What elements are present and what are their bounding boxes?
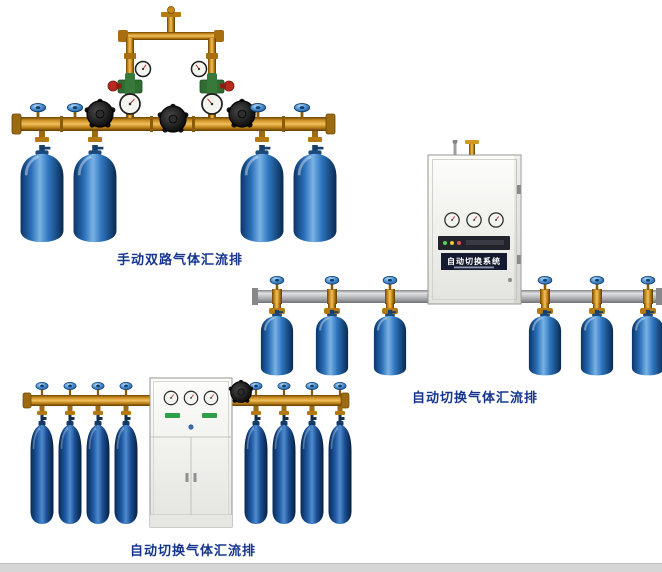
cylinder-valve-knob: [640, 275, 656, 291]
cabinet-green-label: [165, 413, 180, 418]
gas-cylinder: [327, 413, 353, 526]
figure-auto-switch-tall-cabinet: [18, 375, 353, 537]
gas-cylinder: [57, 413, 83, 526]
pressure-gauge: [488, 212, 504, 228]
door-handle: [193, 473, 197, 482]
cylinder-valve-knob: [324, 275, 340, 291]
cabinet-button: [188, 424, 194, 430]
cylinder-valve-knob: [277, 381, 291, 396]
cylinder-valve-knob: [91, 381, 105, 396]
cylinder-valve-knob: [293, 102, 311, 119]
gas-cylinder: [243, 413, 269, 526]
cabinet-top-pipe-cap: [452, 139, 458, 144]
gas-cylinder: [29, 413, 55, 526]
cabinet-label-plate: 自动切换系统: [441, 253, 507, 270]
indicator-panel: [438, 236, 510, 250]
shutoff-handwheels: [83, 98, 258, 134]
control-cabinet: [149, 377, 233, 528]
cabinet-label-text: 自动切换系统: [447, 256, 501, 266]
indicator-light-green: [443, 241, 447, 245]
caption-auto-switch-tall-cabinet: 自动切换气体汇流排: [129, 544, 256, 559]
manifold-station: [299, 381, 325, 526]
cabinet-kick-plate: [150, 515, 232, 527]
cylinder-valve-knob: [589, 275, 605, 291]
indicator-light-yellow: [450, 241, 454, 245]
manifold-station: [29, 381, 55, 526]
cylinder-valve-knob: [269, 275, 285, 291]
figure-manual-dual-manifold: [10, 5, 345, 252]
manifold-station: [57, 381, 83, 526]
manifold-station: [630, 275, 662, 377]
shutoff-handwheel: [228, 379, 254, 404]
manifold-station: [527, 275, 563, 377]
manifold-station: [579, 275, 615, 377]
manual-dual-manifold-illustration: [11, 6, 338, 244]
cabinet-inlet-valve: [465, 140, 479, 144]
manifold-station: [259, 275, 295, 377]
gas-cylinder: [630, 308, 662, 377]
pressure-gauge: [183, 390, 199, 406]
gas-cylinder: [299, 413, 325, 526]
gas-cylinder: [314, 308, 350, 377]
manifold-station: [271, 381, 297, 526]
gas-cylinder: [259, 308, 295, 377]
gas-cylinder: [527, 308, 563, 377]
cylinder-valve-knob: [35, 381, 49, 396]
gas-cylinder: [372, 308, 408, 377]
gas-cylinder: [113, 413, 139, 526]
gas-cylinder: [19, 143, 65, 244]
manifold-station: [85, 381, 111, 526]
manifold-station: [327, 381, 353, 526]
cylinder-valve-knob: [29, 102, 47, 119]
caption-manual-dual-manifold: 手动双路气体汇流排: [116, 253, 243, 268]
gas-cylinder: [85, 413, 111, 526]
cylinder-valve-knob: [382, 275, 398, 291]
cylinder-connectors: [35, 131, 322, 142]
page-bottom-strip: [0, 563, 662, 572]
control-cabinet: 自动切换系统: [427, 139, 522, 305]
pressure-gauge: [466, 212, 482, 228]
auto-switch-tall-illustration: [22, 377, 353, 528]
manifold-station: [243, 381, 269, 526]
cabinet-hinge: [517, 255, 521, 264]
header-valve-knob: [167, 6, 175, 14]
cabinet-green-label: [202, 413, 217, 418]
cabinet-lock: [508, 278, 512, 282]
cylinder-valve-knob: [305, 381, 319, 396]
cylinder-valve-knob: [63, 381, 77, 396]
cylinder-valve-knob: [119, 381, 133, 396]
figure-auto-switch-manifold: 自动切换系统: [252, 139, 662, 389]
indicator-light-red: [457, 241, 461, 245]
gas-cylinder: [579, 308, 615, 377]
auto-switch-manifold-illustration: 自动切换系统: [252, 139, 662, 377]
manifold-station: [113, 381, 139, 526]
caption-auto-switch-manifold: 自动切换气体汇流排: [411, 391, 538, 406]
gas-cylinder: [72, 143, 118, 244]
manifold-station: [372, 275, 408, 377]
cabinet-hinge: [517, 185, 521, 194]
pressure-gauge: [163, 390, 179, 406]
pressure-gauge: [444, 212, 460, 228]
cylinder-valve-knob: [66, 102, 84, 119]
cabinet-body: [427, 154, 522, 305]
cylinder-valve-knob: [537, 275, 553, 291]
gas-cylinder: [271, 413, 297, 526]
manifold-station: [314, 275, 350, 377]
pressure-gauge: [203, 390, 219, 406]
door-handle: [185, 473, 189, 482]
